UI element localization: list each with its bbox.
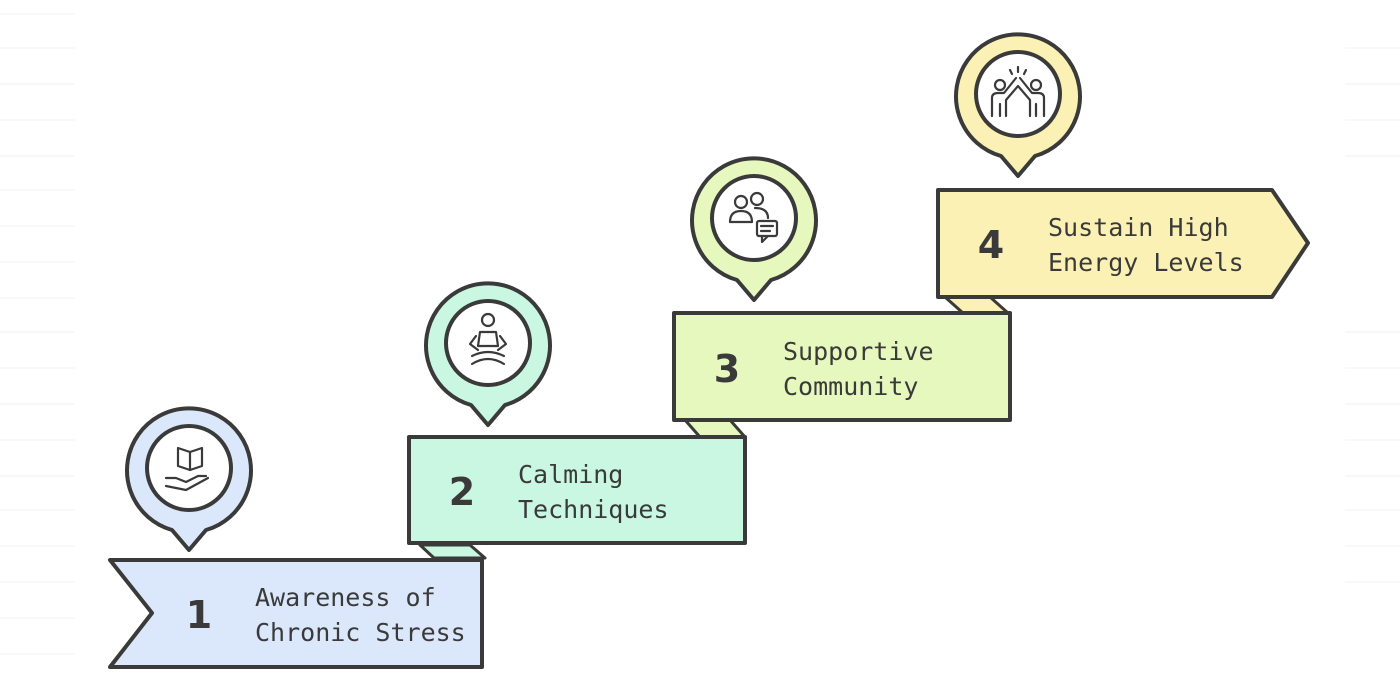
meditation-icon [468, 312, 508, 366]
step-4: 4 Sustain High Energy Levels [936, 32, 1310, 299]
step-4-label-line1: Sustain High [1048, 213, 1229, 242]
step-connector-2-3 [683, 418, 747, 439]
step-1-number: 1 [186, 593, 212, 637]
step-1: 1 Awareness of Chronic Stress [108, 406, 484, 669]
step-3-pin [690, 156, 818, 302]
step-connector-1-2 [418, 543, 487, 560]
step-3-ribbon [672, 311, 1012, 422]
step-1-label-line1: Awareness of [255, 583, 436, 612]
step-3-number: 3 [714, 347, 740, 391]
step-2-pin [424, 281, 552, 427]
step-2-number: 2 [449, 470, 475, 514]
hand-holding-book-icon [164, 446, 210, 492]
step-4-label-line2: Energy Levels [1048, 248, 1244, 277]
step-4-ribbon [936, 188, 1310, 299]
community-chat-icon [728, 191, 779, 244]
step-2-label-line2: Techniques [518, 495, 669, 524]
step-1-pin [125, 406, 253, 552]
step-1-ribbon [108, 558, 484, 669]
background-lines [0, 13, 1400, 655]
step-2: 2 Calming Techniques [407, 281, 747, 545]
step-4-pin [954, 32, 1082, 178]
step-2-ribbon [407, 435, 747, 545]
step-connector-3-4 [943, 295, 1010, 315]
step-2-label-line1: Calming [518, 460, 623, 489]
step-3: 3 Supportive Community [672, 156, 1012, 422]
high-five-icon [990, 65, 1046, 118]
step-3-label-line1: Supportive [783, 337, 934, 366]
step-4-number: 4 [978, 223, 1004, 267]
step-1-label-line2: Chronic Stress [255, 618, 466, 647]
step-3-label-line2: Community [783, 372, 918, 401]
